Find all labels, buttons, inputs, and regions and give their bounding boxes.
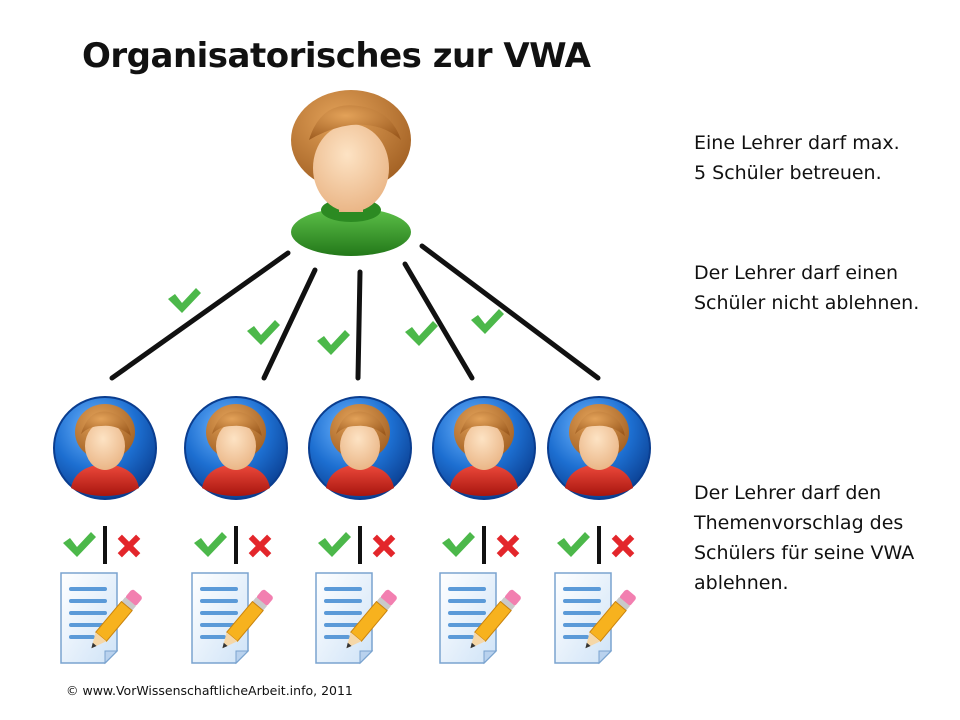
topic-decision: [318, 526, 396, 564]
rule-text-max-students: Eine Lehrer darf max. 5 Schüler betreuen…: [694, 132, 900, 184]
connector-line: [261, 267, 318, 381]
decision-divider: [234, 526, 238, 564]
connector-line: [402, 261, 475, 381]
cross-icon: [372, 534, 396, 558]
cross-icon: [496, 534, 520, 558]
slide-title: Organisatorisches zur VWA: [82, 36, 591, 76]
check-icon: [194, 532, 227, 557]
decision-divider: [482, 526, 486, 564]
connector-checks: [168, 288, 504, 355]
check-icon: [317, 330, 350, 355]
topic-decision: [63, 526, 141, 564]
rule-text-topic-rejection: Der Lehrer darf den Themenvorschlag des …: [694, 482, 915, 594]
connector-line: [109, 250, 291, 381]
check-icon: [168, 288, 201, 313]
connector-lines: [109, 243, 601, 381]
connector-line: [355, 269, 363, 381]
student-column: [432, 396, 536, 665]
check-icon: [63, 532, 96, 557]
student-column: [53, 396, 157, 665]
students-row: [53, 396, 651, 665]
document-pencil-icon: [439, 572, 521, 665]
cross-icon: [611, 534, 635, 558]
decision-divider: [103, 526, 107, 564]
copyright-notice: © www.VorWissenschaftlicheArbeit.info, 2…: [66, 683, 353, 698]
document-pencil-icon: [315, 572, 397, 665]
check-icon: [442, 532, 475, 557]
cross-icon: [248, 534, 272, 558]
check-icon: [318, 532, 351, 557]
cross-icon: [117, 534, 141, 558]
student-avatar-icon: [547, 396, 651, 500]
topic-decision: [442, 526, 520, 564]
topic-decision: [557, 526, 635, 564]
check-icon: [471, 309, 504, 334]
rule-text-no-rejection: Der Lehrer darf einen Schüler nicht able…: [694, 262, 920, 314]
student-avatar-icon: [432, 396, 536, 500]
document-pencil-icon: [191, 572, 273, 665]
check-icon: [405, 321, 438, 346]
decision-divider: [358, 526, 362, 564]
student-avatar-icon: [308, 396, 412, 500]
student-column: [547, 396, 651, 665]
decision-divider: [597, 526, 601, 564]
teacher-avatar-icon: [291, 90, 411, 256]
check-icon: [247, 320, 280, 345]
student-avatar-icon: [53, 396, 157, 500]
topic-decision: [194, 526, 272, 564]
connector-line: [419, 243, 601, 381]
student-column: [184, 396, 288, 665]
check-icon: [557, 532, 590, 557]
document-pencil-icon: [60, 572, 142, 665]
student-column: [308, 396, 412, 665]
student-avatar-icon: [184, 396, 288, 500]
document-pencil-icon: [554, 572, 636, 665]
